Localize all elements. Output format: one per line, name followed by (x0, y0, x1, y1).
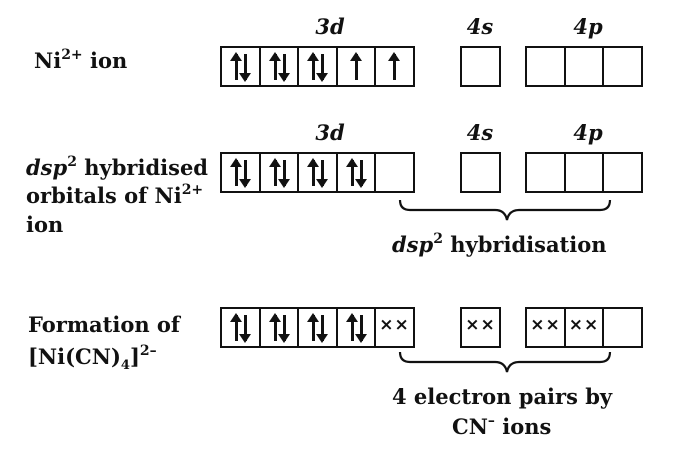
cn-charge: – (487, 413, 495, 429)
orbital-box-empty (460, 46, 501, 87)
row1-orbital-4s-label: 4s (466, 14, 494, 39)
electron-down-arrow-icon (277, 315, 290, 343)
orbital-box-pair (297, 307, 338, 348)
electron-down-arrow-icon (354, 315, 367, 343)
row3-3d-boxes: ×× (220, 307, 415, 348)
orbital-box-empty (602, 46, 643, 87)
electron-down-arrow-icon (277, 54, 290, 82)
electron-up-arrow-icon (230, 158, 242, 186)
row2-4p-boxes (525, 152, 643, 193)
row1-label: Ni2+ ion (34, 48, 127, 73)
row1-4s-boxes (460, 46, 501, 87)
orbital-box-empty (460, 152, 501, 193)
row3-label-line2: [Ni(CN)4]2– (28, 343, 157, 372)
orbital-box-pair (258, 46, 300, 87)
orbital-box-empty (374, 152, 415, 193)
ligand-electron-pair-marker: ×× (379, 315, 410, 335)
electron-down-arrow-icon (316, 54, 328, 82)
orbitals-of-text: orbitals of Ni (26, 183, 182, 208)
orbital-box-pair (220, 307, 261, 348)
electron-down-arrow-icon (316, 160, 328, 188)
electron-down-arrow-icon (277, 160, 290, 188)
row2-orbital-4s-label: 4s (466, 120, 494, 145)
row2-label-line3: ion (26, 212, 64, 237)
row2-label: dsp2 hybridised (26, 155, 208, 180)
row1-3d-boxes (220, 46, 415, 87)
hybridisation-word: hybridisation (442, 232, 607, 257)
ion-word: ion (82, 48, 128, 73)
row3-label-line1: Formation of (28, 312, 180, 337)
electron-up-arrow-icon (268, 158, 281, 186)
row2-label-line2: orbitals of Ni2+ (26, 183, 203, 208)
dsp-exponent-2: 2 (433, 231, 443, 247)
orbital-box-xx: ×× (460, 307, 501, 348)
ni-charge-2: 2+ (181, 182, 204, 198)
ni-symbol: Ni (34, 48, 62, 73)
electron-up-arrow-icon (388, 52, 400, 80)
electron-up-arrow-icon (349, 52, 362, 80)
orbital-box-xx: ×× (563, 307, 605, 348)
row3-4p-boxes: ×× ×× (525, 307, 643, 348)
electron-down-arrow-icon (239, 54, 251, 82)
electron-up-arrow-icon (268, 52, 281, 80)
ligand-electron-pair-marker: ×× (530, 315, 561, 335)
complex-subscript: 4 (120, 358, 130, 374)
electron-up-arrow-icon (307, 52, 319, 80)
dsp-exponent: 2 (67, 154, 77, 170)
electron-down-arrow-icon (239, 315, 251, 343)
row2-4s-boxes (460, 152, 501, 193)
electron-up-arrow-icon (307, 313, 319, 341)
row1-orbital-4p-label: 4p (573, 14, 603, 39)
dsp-term: dsp (26, 155, 68, 180)
complex-formula: [Ni(CN) (28, 344, 121, 369)
row3-brace-label-line2: CN– ions (452, 414, 551, 439)
electron-up-arrow-icon (230, 313, 242, 341)
hybridised-word: hybridised (76, 155, 208, 180)
electron-down-arrow-icon (316, 315, 328, 343)
orbital-box-empty (602, 307, 643, 348)
row1-4p-boxes (525, 46, 643, 87)
electron-up-arrow-icon (230, 52, 242, 80)
orbital-box-xx: ×× (374, 307, 415, 348)
ni-charge: 2+ (61, 47, 83, 63)
electron-down-arrow-icon (239, 160, 251, 188)
row2-brace-label: dsp2 hybridisation (392, 232, 607, 257)
orbital-box-pair (297, 46, 338, 87)
orbital-box-empty (525, 46, 566, 87)
ions-word: ions (494, 414, 552, 439)
row1-orbital-3d-label: 3d (315, 14, 345, 39)
row3-brace-label-line1: 4 electron pairs by (392, 384, 613, 409)
cn-ligand: CN (452, 414, 488, 439)
row2-3d-boxes (220, 152, 415, 193)
electron-up-arrow-icon (268, 313, 281, 341)
ligand-electron-pair-marker: ×× (568, 315, 600, 335)
row2-orbital-3d-label: 3d (315, 120, 345, 145)
row2-orbital-4p-label: 4p (573, 120, 603, 145)
electron-up-arrow-icon (345, 313, 358, 341)
orbital-box-empty (602, 152, 643, 193)
electron-up-arrow-icon (345, 158, 358, 186)
complex-bracket: ] (129, 344, 140, 369)
orbital-box-empty (563, 46, 605, 87)
dsp-term-2: dsp (392, 232, 434, 257)
orbital-box-up (374, 46, 415, 87)
ligand-electron-pair-marker: ×× (465, 315, 496, 335)
electron-up-arrow-icon (307, 158, 319, 186)
orbital-box-pair (258, 152, 300, 193)
orbital-box-pair (297, 152, 338, 193)
row3-4s-boxes: ×× (460, 307, 501, 348)
electron-down-arrow-icon (354, 160, 367, 188)
orbital-box-empty (525, 152, 566, 193)
complex-charge: 2– (139, 343, 157, 359)
